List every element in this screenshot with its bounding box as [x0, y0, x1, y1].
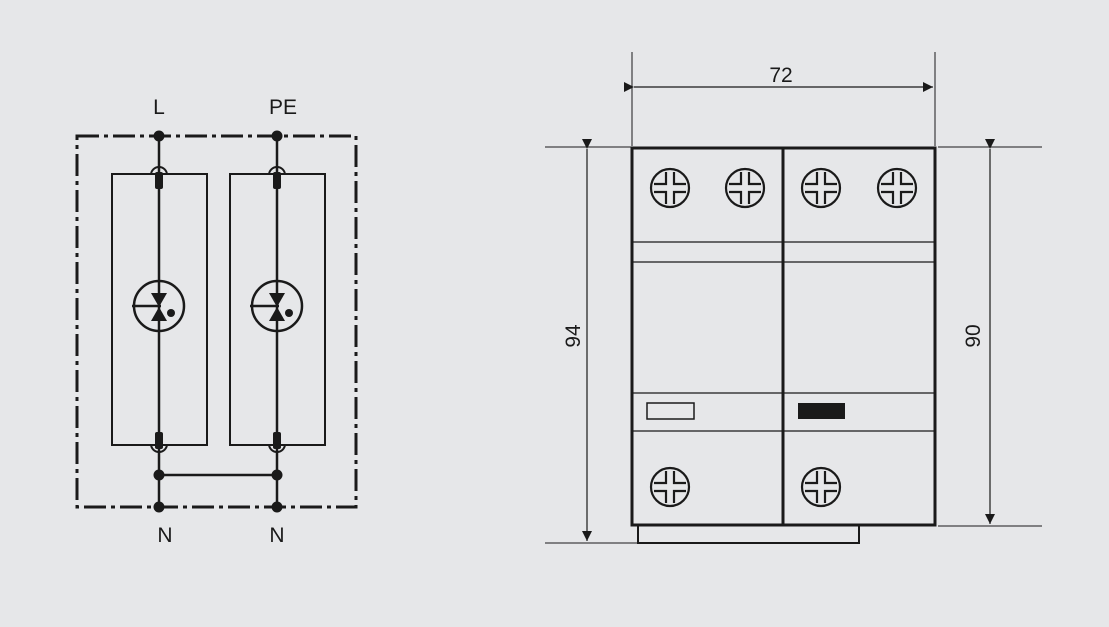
screw-terminal-icon	[649, 466, 691, 508]
status-window-clear	[646, 402, 695, 420]
screw-terminal-icon	[649, 167, 691, 209]
schematic: L PE N N	[75, 96, 358, 547]
dimension-drawing: 72 94 90	[545, 52, 1042, 544]
screw-terminal-icon	[800, 167, 842, 209]
terminal-label-l: L	[153, 96, 165, 119]
din-rail-foot	[637, 524, 860, 544]
screw-terminal-icon	[800, 466, 842, 508]
terminal-label-pe: PE	[269, 96, 297, 119]
width-dimension-label: 72	[769, 64, 792, 87]
terminal-label-n-right: N	[269, 524, 284, 547]
height-right-dimension-label: 90	[962, 324, 985, 347]
screw-terminal-icon	[876, 167, 918, 209]
terminal-label-n-left: N	[157, 524, 172, 547]
surge-arrester-varistor-icon	[250, 279, 304, 333]
height-left-dimension-label: 94	[562, 324, 585, 348]
enclosure-outline	[75, 134, 358, 509]
screw-terminal-icon	[724, 167, 766, 209]
surge-arrester-varistor-icon	[132, 279, 186, 333]
status-window-filled	[798, 403, 845, 419]
